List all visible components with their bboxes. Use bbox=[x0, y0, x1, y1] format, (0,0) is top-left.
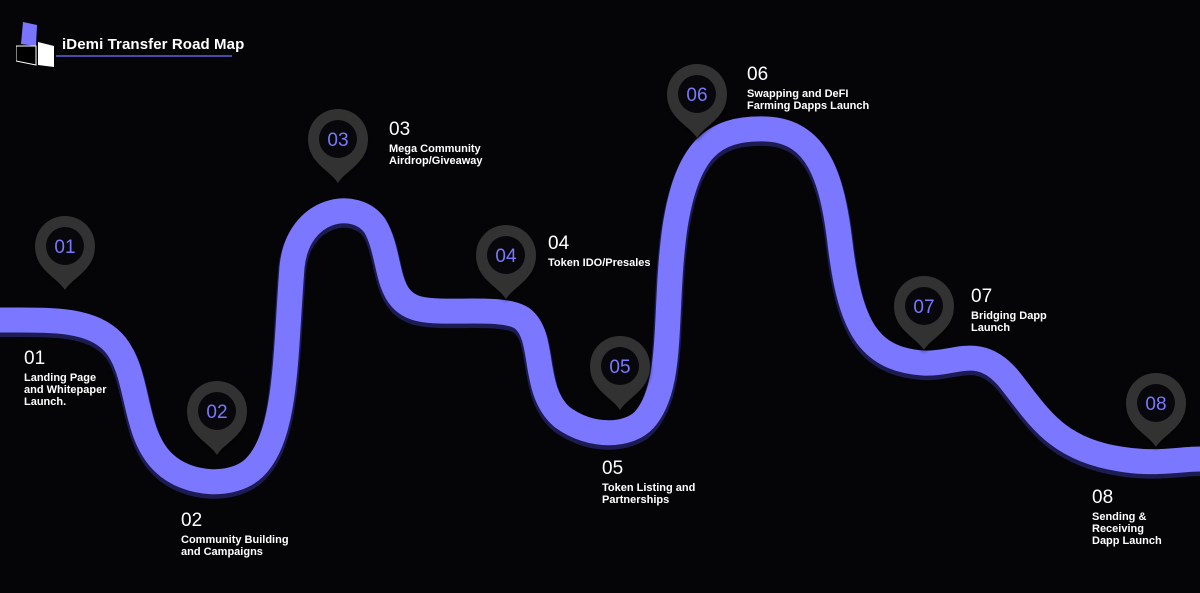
milestone-description: Mega Community Airdrop/Giveaway bbox=[389, 143, 483, 167]
pin-number: 08 bbox=[1145, 394, 1166, 415]
pin-number: 02 bbox=[206, 402, 227, 423]
map-pin-icon: 05 bbox=[590, 336, 650, 410]
map-pin-icon: 04 bbox=[475, 224, 536, 299]
pin-number: 05 bbox=[609, 357, 630, 378]
map-pin-icon: 06 bbox=[667, 64, 727, 138]
pin-center bbox=[1137, 384, 1175, 422]
milestone-description: Swapping and DeFI Farming Dapps Launch bbox=[747, 88, 870, 112]
milestone-description: Landing Page and Whitepaper Launch. bbox=[24, 372, 107, 408]
map-pin-icon: 07 bbox=[894, 276, 954, 350]
pin-number: 07 bbox=[913, 297, 934, 318]
milestone-description: Token Listing and Partnerships bbox=[602, 482, 696, 506]
map-pin-icon: 08 bbox=[1126, 373, 1186, 447]
milestone-description: Bridging Dapp Launch bbox=[971, 310, 1047, 334]
pin-center bbox=[319, 120, 357, 158]
milestone-number: 05 bbox=[602, 458, 624, 479]
roadmap-header: iDemi Transfer Road Map bbox=[16, 22, 244, 68]
pin-center bbox=[905, 287, 943, 325]
map-pin-icon: 01 bbox=[35, 216, 95, 290]
milestone-number: 06 bbox=[747, 64, 769, 85]
pin-center bbox=[487, 236, 525, 274]
pin-number: 04 bbox=[495, 246, 517, 267]
milestone-description: Sending & Receiving Dapp Launch bbox=[1092, 511, 1162, 547]
milestone-number: 03 bbox=[389, 119, 411, 140]
idemi-logo-icon bbox=[16, 22, 54, 67]
milestone-number: 02 bbox=[181, 510, 203, 531]
pin-center bbox=[198, 392, 236, 430]
pin-number: 06 bbox=[686, 85, 707, 106]
milestone-number: 01 bbox=[24, 348, 46, 369]
roadmap-path bbox=[0, 116, 1200, 495]
milestone-description: Community Building and Campaigns bbox=[181, 534, 289, 558]
pin-center bbox=[46, 227, 84, 265]
milestone-number: 04 bbox=[548, 233, 570, 254]
pin-number: 01 bbox=[54, 237, 75, 258]
milestone-pins: 01 02 03 04 05 06 07 08 bbox=[35, 64, 1186, 455]
map-pin-icon: 03 bbox=[308, 109, 368, 183]
map-pin-icon: 02 bbox=[187, 381, 247, 455]
roadmap-title: iDemi Transfer Road Map bbox=[62, 36, 245, 53]
milestone-description: Token IDO/Presales bbox=[548, 257, 651, 269]
title-underline bbox=[56, 55, 232, 57]
milestone-number: 08 bbox=[1092, 487, 1114, 508]
pin-center bbox=[678, 75, 716, 113]
milestone-number: 07 bbox=[971, 286, 993, 307]
pin-center bbox=[601, 347, 639, 385]
pin-number: 03 bbox=[327, 130, 348, 151]
